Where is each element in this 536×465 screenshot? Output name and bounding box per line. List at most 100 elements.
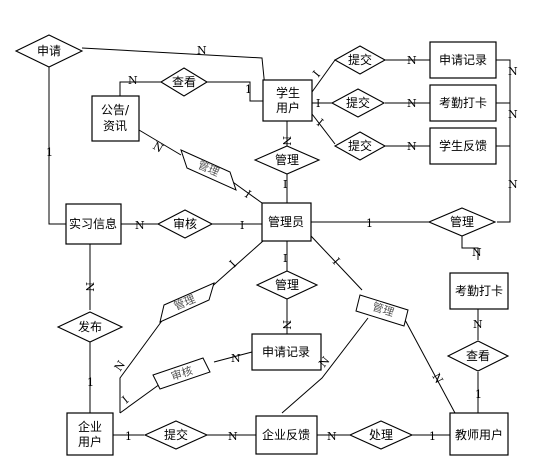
- student-feedback-label: 学生反馈: [439, 138, 487, 153]
- manage-tilt-teacher-label: 管理: [371, 299, 396, 319]
- attendance-top-label: 考勤打卡: [439, 96, 487, 110]
- attendance-teacher-label: 考勤打卡: [455, 284, 503, 298]
- publish-label: 发布: [78, 319, 102, 334]
- rel-manage-teacher[interactable]: 管理: [427, 207, 497, 237]
- card-attendance-view-n: N: [473, 318, 483, 331]
- entity-enterprise-user[interactable]: 企业 用户: [66, 412, 114, 456]
- card-review-admin-1: I: [240, 219, 244, 232]
- rel-manage-tilt-enterprise[interactable]: 管理: [159, 282, 215, 323]
- rel-publish[interactable]: 发布: [56, 311, 124, 343]
- enterprise-user-label-line2: 用户: [78, 434, 102, 449]
- rel-handle[interactable]: 处理: [348, 420, 414, 450]
- rel-manage-center[interactable]: 管理: [255, 270, 319, 300]
- entity-attendance-top[interactable]: 考勤打卡: [429, 84, 497, 122]
- announcement-label-line2: 资讯: [103, 119, 127, 133]
- card-admin-manage-center-1: I: [283, 252, 287, 265]
- card-manage-admin-1: I: [283, 178, 287, 191]
- card-manage-admin2-1: I: [242, 188, 253, 201]
- edge-manage-attendance-teacher: [461, 236, 479, 260]
- card-enterprise-review-1: I: [120, 394, 132, 407]
- entity-application-record-top[interactable]: 申请记录: [429, 41, 497, 79]
- edge-student-submit3: [311, 113, 336, 145]
- manage-center-label: 管理: [275, 277, 299, 292]
- rel-manage-student[interactable]: 管理: [253, 145, 321, 175]
- card-bus-attendance-n: N: [508, 108, 518, 121]
- application-record-top-label: 申请记录: [439, 53, 487, 67]
- edge-manage-feedback: [281, 317, 369, 414]
- card-submit3-feedback-n: N: [407, 140, 417, 153]
- rel-review-tilt[interactable]: 审核: [152, 357, 211, 390]
- edge-review-record: [213, 351, 253, 363]
- view-teacher-label: 查看: [466, 349, 490, 363]
- submit-enterprise-label: 提交: [164, 427, 188, 442]
- card-handle-teacher-1: 1: [429, 430, 436, 443]
- rel-view-teacher[interactable]: 查看: [446, 340, 510, 372]
- card-apply-student-n: N: [197, 44, 207, 57]
- edge-announce-view: [119, 81, 161, 100]
- card-announce-view-n: N: [128, 74, 138, 87]
- rel-manage-tilt-1[interactable]: 管理: [180, 149, 237, 191]
- rel-manage-tilt-teacher[interactable]: 管理: [355, 294, 409, 327]
- student-user-label-line2: 用户: [276, 100, 300, 115]
- card-internship-review-n: N: [135, 219, 145, 232]
- entity-internship-info[interactable]: 实习信息: [65, 203, 122, 245]
- rel-submit-3[interactable]: 提交: [333, 131, 387, 161]
- card-student-manage-n: N: [280, 136, 293, 146]
- edge-admin-manage-teacher2: [310, 235, 363, 291]
- card-student-submit1-1: I: [310, 68, 323, 80]
- handle-label: 处理: [369, 428, 393, 442]
- announcement-label-line1: 公告/: [101, 103, 130, 117]
- student-user-label-line1: 学生: [276, 85, 300, 100]
- edge-student-submit1: [311, 59, 336, 93]
- card-manage-attendance-n: N: [472, 246, 482, 259]
- rel-submit-2[interactable]: 提交: [330, 88, 386, 118]
- edge-manage-ent-enterprise: [119, 317, 165, 413]
- edges: [48, 47, 511, 436]
- application-record-mid-label: 申请记录: [262, 345, 310, 359]
- enterprise-user-label-line1: 企业: [78, 419, 102, 434]
- submit-1-label: 提交: [348, 52, 372, 67]
- edge-view-student: [207, 81, 263, 102]
- card-bus-feedback-n: N: [508, 178, 518, 191]
- internship-info-label: 实习信息: [69, 216, 117, 231]
- card-student-submit3-1: I: [314, 116, 326, 129]
- submit-2-label: 提交: [346, 95, 370, 110]
- card-student-submit2-1: I: [316, 97, 320, 110]
- card-feedback-handle-n: N: [327, 430, 337, 443]
- entity-announcement[interactable]: 公告/ 资讯: [91, 95, 140, 142]
- manage-student-label: 管理: [275, 152, 299, 167]
- card-submit2-attendance-n: N: [407, 97, 417, 110]
- rel-review-internship[interactable]: 审核: [156, 209, 214, 239]
- card-submit-feedback-n: N: [228, 430, 238, 443]
- review-tilt-label: 审核: [169, 363, 194, 383]
- entity-application-record-mid[interactable]: 申请记录: [251, 333, 322, 371]
- entity-student-user[interactable]: 学生 用户: [262, 79, 313, 122]
- card-manage-teacher-teacher-n: N: [429, 371, 445, 386]
- manage-teacher-label: 管理: [450, 214, 474, 229]
- edge-right-bus: [496, 59, 511, 223]
- card-admin-manage-teacher-1: 1: [366, 217, 373, 230]
- entity-attendance-teacher[interactable]: 考勤打卡: [449, 272, 509, 310]
- review-internship-label: 审核: [173, 216, 197, 231]
- submit-3-label: 提交: [348, 138, 372, 153]
- rel-submit-1[interactable]: 提交: [333, 45, 387, 75]
- entity-student-feedback[interactable]: 学生反馈: [429, 127, 497, 165]
- entity-enterprise-feedback[interactable]: 企业反馈: [255, 415, 318, 455]
- cardinality-labels: N 1 N 1 I I I N N N N N N N I N I N I 1 …: [46, 44, 518, 443]
- teacher-user-label: 教师用户: [455, 427, 503, 442]
- card-publish-enterprise-1: 1: [87, 376, 94, 389]
- rel-apply[interactable]: 申请: [14, 34, 84, 68]
- enterprise-feedback-label: 企业反馈: [262, 427, 310, 442]
- entity-admin[interactable]: 管理员: [261, 202, 312, 242]
- card-bus-record-n: N: [508, 65, 518, 78]
- admin-label: 管理员: [268, 214, 304, 229]
- card-submit1-record-n: N: [407, 54, 417, 67]
- card-apply-internship-1: 1: [46, 146, 53, 159]
- card-manage-ent-enterprise-n: N: [112, 358, 128, 374]
- entity-teacher-user[interactable]: 教师用户: [449, 412, 509, 456]
- apply-label: 申请: [37, 44, 61, 58]
- rel-submit-enterprise[interactable]: 提交: [143, 420, 209, 450]
- view-top-label: 查看: [172, 75, 196, 89]
- rel-view-top[interactable]: 查看: [159, 67, 209, 97]
